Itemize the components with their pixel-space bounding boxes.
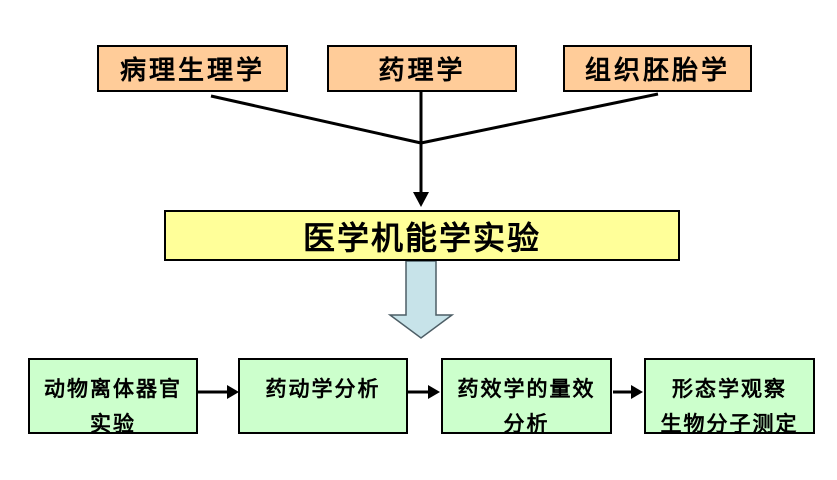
top-box-pharmacology: 药理学 — [327, 45, 517, 92]
converging-line-right — [420, 92, 659, 145]
bottom-box-1-line2: 实验 — [90, 412, 136, 436]
bottom-box-pharmacokinetic-analysis: 药动学分析 — [238, 358, 408, 434]
bottom-box-2-line1: 药动学分析 — [265, 377, 381, 401]
bottom-box-4-line2: 生物分子测定 — [660, 412, 799, 436]
top-box-pathophysiology-label: 病理生理学 — [119, 56, 265, 86]
bottom-box-4-line1: 形态学观察 — [672, 377, 787, 401]
top-box-histoembryology-label: 组织胚胎学 — [584, 56, 730, 86]
flow-arrow-3-head-icon — [631, 385, 643, 399]
bottom-box-dose-effect-analysis: 药效学的量效 分析 — [441, 358, 612, 436]
block-down-arrow-icon — [387, 260, 455, 339]
bottom-box-isolated-organ-experiment: 动物离体器官 实验 — [28, 358, 198, 436]
center-box-medical-functional-experiment: 医学机能学实验 — [164, 210, 680, 261]
top-box-pathophysiology: 病理生理学 — [97, 45, 288, 92]
bottom-box-3-line2: 分析 — [503, 412, 550, 436]
bottom-box-morphology-biomolecule: 形态学观察 生物分子测定 — [644, 358, 815, 436]
top-box-pharmacology-label: 药理学 — [378, 56, 466, 86]
flow-arrow-2-head-icon — [428, 385, 440, 399]
center-box-label: 医学机能学实验 — [302, 218, 541, 257]
converging-line-left — [210, 94, 422, 145]
bottom-box-1-line1: 动物离体器官 — [44, 377, 182, 401]
bottom-box-3-line1: 药效学的量效 — [457, 377, 596, 401]
flow-arrow-1-head-icon — [227, 385, 239, 399]
down-arrowhead-icon — [413, 192, 429, 207]
top-box-histoembryology: 组织胚胎学 — [563, 45, 752, 92]
